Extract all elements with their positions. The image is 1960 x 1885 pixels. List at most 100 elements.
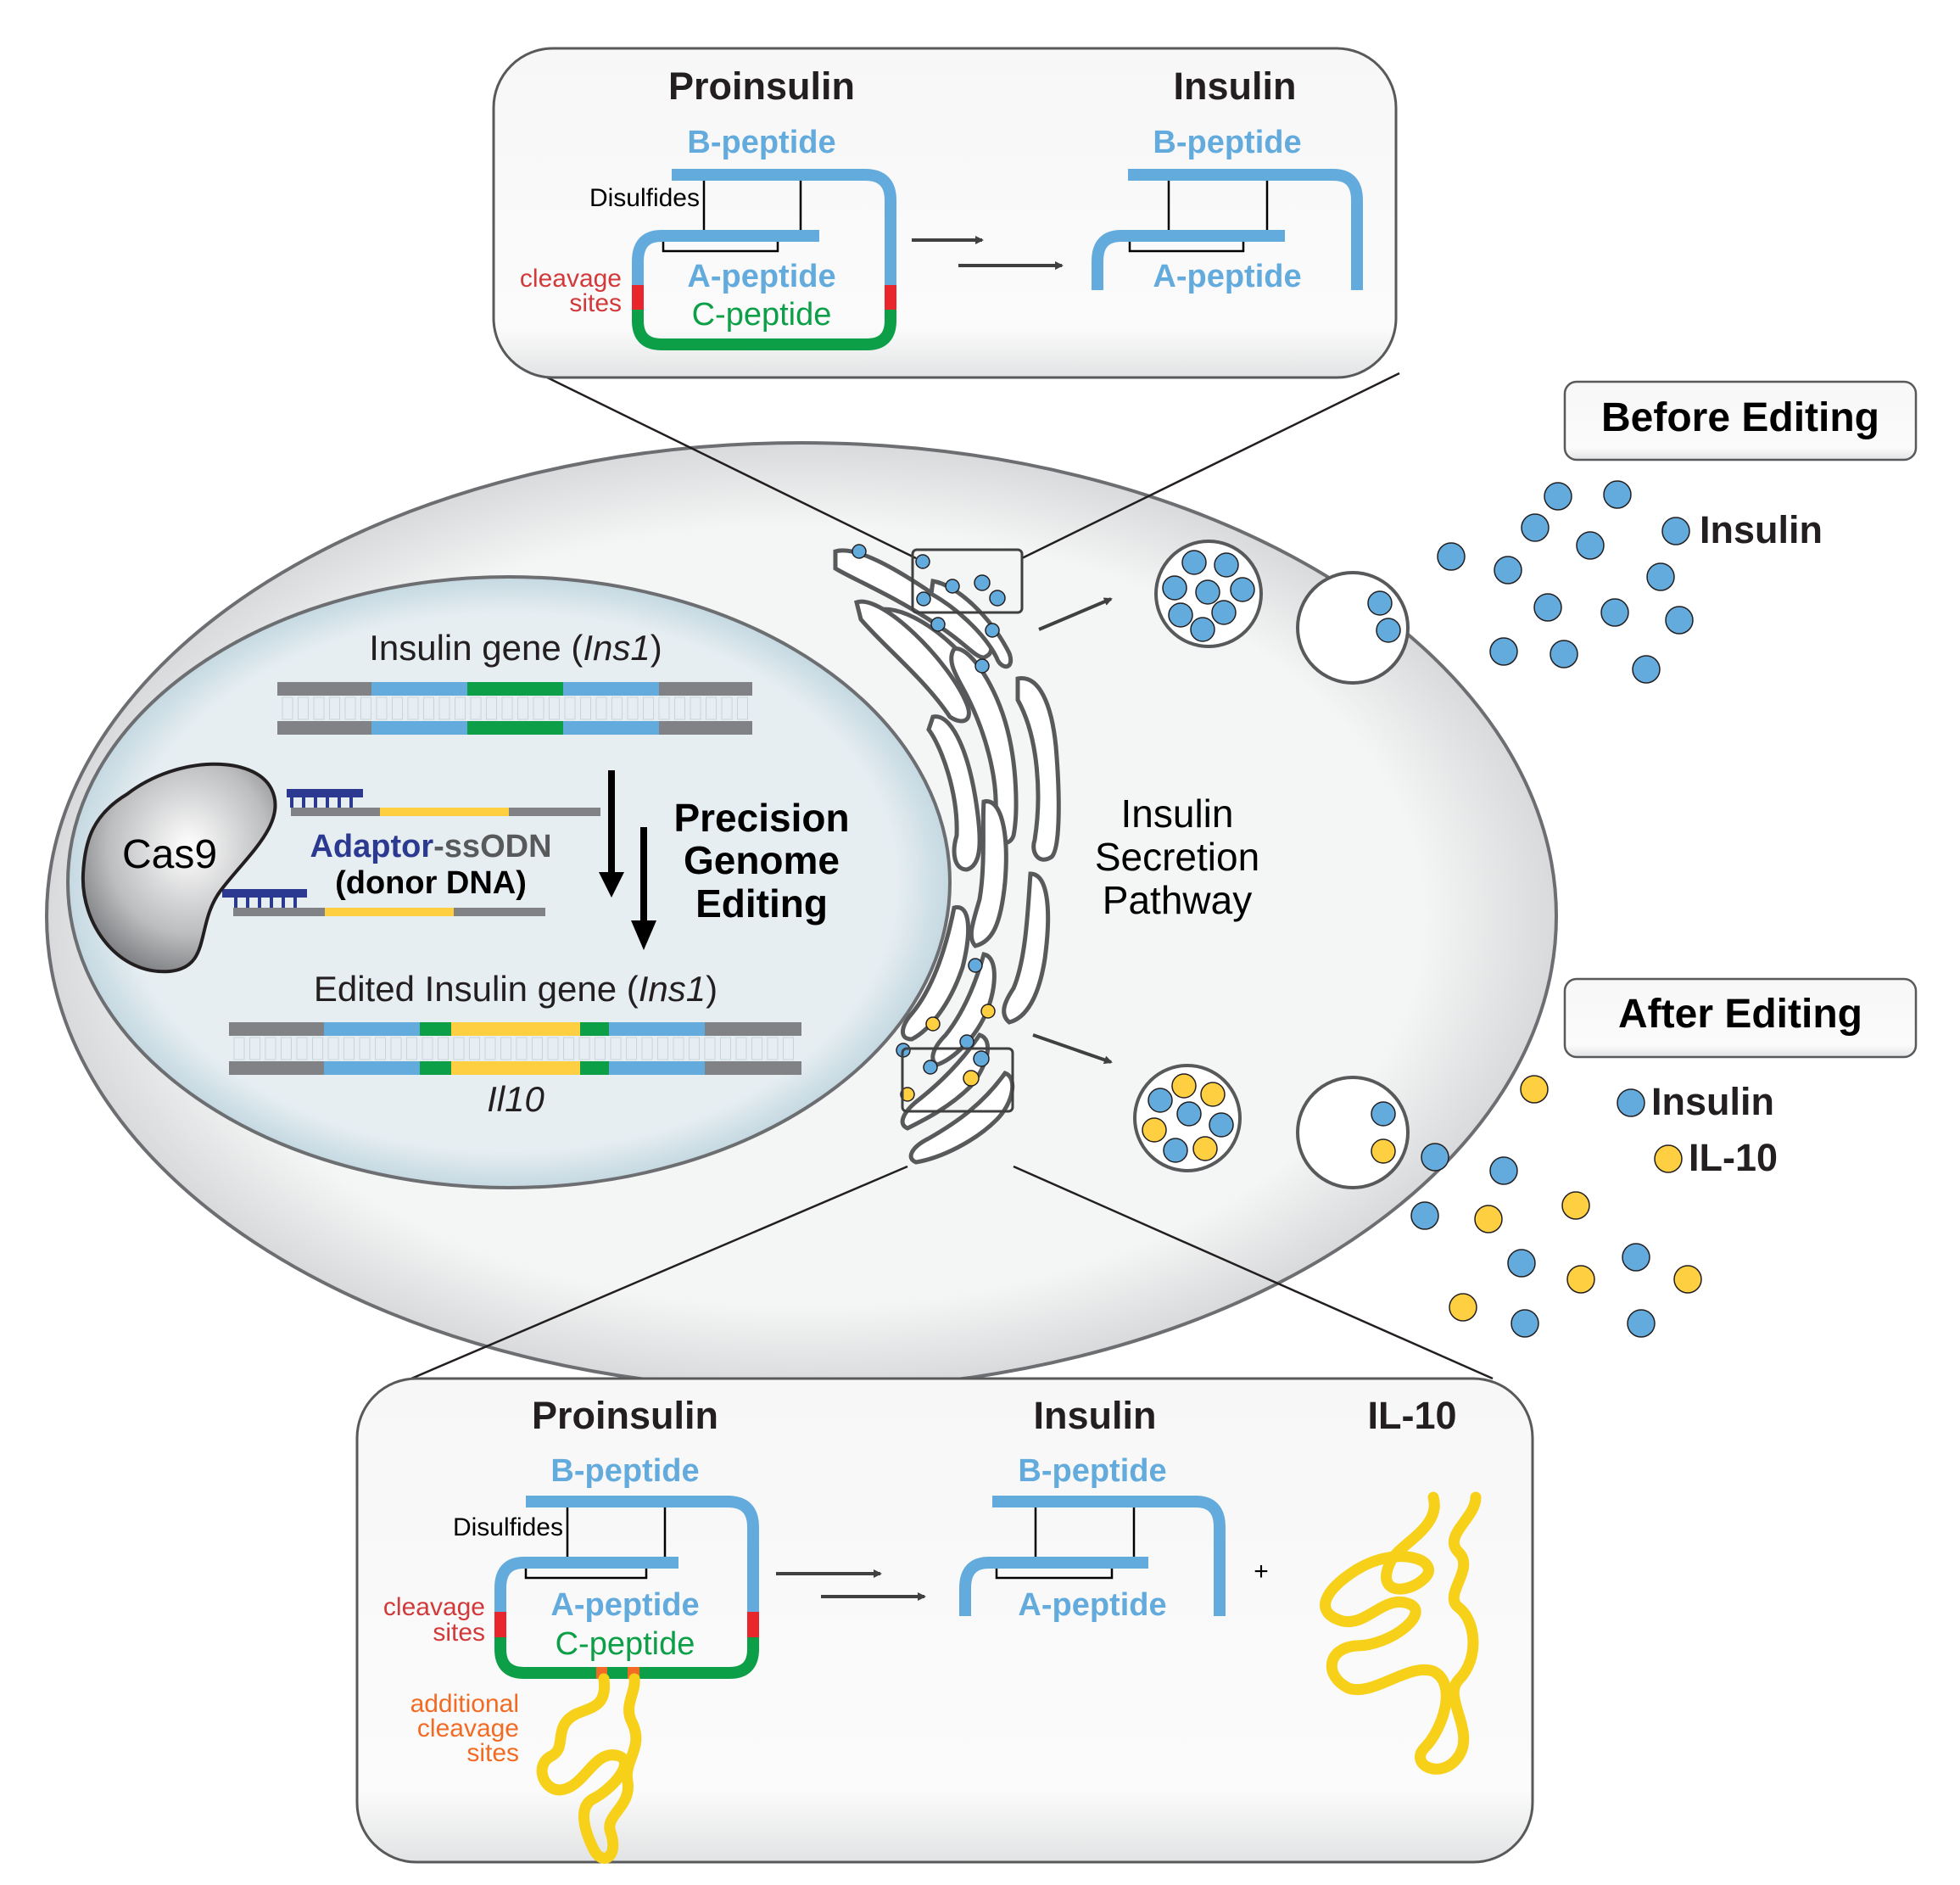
- granule-after: [1133, 1064, 1242, 1172]
- exocytosis-vesicle-before: [1296, 571, 1410, 685]
- after-legend-insulin: Insulin: [1651, 1080, 1774, 1123]
- dna-rung: [533, 696, 544, 720]
- dna-rung: [721, 696, 733, 720]
- top-c-peptide-label: C-peptide: [692, 297, 832, 333]
- legend-insulin-dot-after: [1617, 1088, 1645, 1117]
- dna-rung: [327, 1037, 339, 1060]
- dna-rung: [422, 1037, 433, 1060]
- dna-rung: [689, 1037, 700, 1060]
- donor-dna-label: (donor DNA): [335, 865, 527, 901]
- bottom-proinsulin-diagram: [494, 1496, 759, 1679]
- dna-rung: [767, 1037, 779, 1060]
- attached-il10-chain: [536, 1673, 642, 1864]
- dna-rung: [547, 1037, 559, 1060]
- additional-cleavage-label-2: cleavage: [417, 1714, 519, 1742]
- bottom-insulin-a-peptide-label: A-peptide: [1018, 1587, 1166, 1623]
- dna-rung: [343, 1037, 355, 1060]
- donor-dna-strand-upper: [287, 789, 600, 816]
- dna-rung: [423, 696, 434, 720]
- dna-rung: [453, 1037, 465, 1060]
- bottom-il10-title: IL-10: [1367, 1394, 1456, 1437]
- dna-rung: [390, 1037, 402, 1060]
- zoom-region-before: [911, 548, 1024, 614]
- dna-rung: [329, 696, 340, 720]
- cas9-protein: [81, 762, 277, 974]
- zoom-region-after: [901, 1047, 1014, 1113]
- before-editing-box: [1563, 380, 1918, 461]
- bottom-disulfides-label: Disulfides: [453, 1513, 563, 1541]
- pathway-label-line1: Insulin: [1121, 791, 1234, 836]
- bottom-insulin-b-peptide-label: B-peptide: [1018, 1453, 1166, 1489]
- dna-rung: [532, 1037, 543, 1060]
- dna-rung: [312, 1037, 323, 1060]
- dna-rung: [359, 1037, 371, 1060]
- top-insulin-disulfides: [1128, 181, 1269, 253]
- dna-rung: [641, 1037, 653, 1060]
- exocytosis-vesicle-after: [1296, 1076, 1410, 1189]
- additional-cleavage-label-3: sites: [466, 1739, 519, 1767]
- bottom-cleavage-label-1: cleavage: [383, 1593, 485, 1621]
- dna-rung: [658, 696, 670, 720]
- dna-rung: [281, 1037, 292, 1060]
- dna-rung: [720, 1037, 731, 1060]
- dna-rung: [438, 696, 450, 720]
- top-cleavage-label-2: sites: [569, 289, 622, 317]
- bottom-b-peptide-label: B-peptide: [550, 1453, 699, 1489]
- top-a-peptide-label: A-peptide: [687, 259, 835, 294]
- dna-rung: [313, 696, 325, 720]
- released-insulin-before: [1437, 480, 1694, 684]
- dna-rung: [737, 696, 748, 720]
- dna-rung: [298, 696, 309, 720]
- zoom-connectors: [410, 372, 1494, 1380]
- dna-rung: [626, 1037, 637, 1060]
- top-proinsulin-disulfides: [662, 181, 802, 253]
- dna-rung: [595, 696, 607, 720]
- dna-rung: [360, 696, 371, 720]
- dna-rung: [376, 696, 388, 720]
- dna-rung: [517, 696, 528, 720]
- editing-label-line1: Precision: [673, 796, 849, 840]
- dna-rung: [516, 1037, 528, 1060]
- top-zoom-box: [492, 47, 1398, 379]
- released-molecules-after: [1410, 1075, 1702, 1338]
- dna-rung: [484, 1037, 496, 1060]
- dna-rung: [673, 1037, 684, 1060]
- dna-rung: [595, 1037, 606, 1060]
- top-insulin-title: Insulin: [1174, 64, 1297, 108]
- dna-rung: [265, 1037, 276, 1060]
- edited-gene-label: Edited Insulin gene (Ins1): [314, 969, 718, 1009]
- bottom-c-peptide-label: C-peptide: [556, 1626, 695, 1662]
- dna-rung: [233, 1037, 245, 1060]
- adaptor-ssodn-label: Adaptor-ssODN: [310, 829, 551, 864]
- after-editing-box: [1563, 977, 1918, 1059]
- dna-rung: [549, 696, 560, 720]
- dna-rung: [643, 696, 654, 720]
- bottom-a-peptide-label: A-peptide: [550, 1587, 699, 1623]
- dna-rung: [470, 696, 482, 720]
- top-insulin-b-peptide-label: B-peptide: [1153, 125, 1301, 160]
- editing-arrows: [599, 770, 656, 950]
- dna-rung: [627, 696, 639, 720]
- dna-rung: [344, 696, 356, 720]
- granule-before: [1154, 540, 1263, 648]
- dna-rung: [375, 1037, 386, 1060]
- insulin-gene-label: Insulin gene (Ins1): [369, 628, 662, 668]
- dna-rung: [486, 696, 497, 720]
- donor-dna-strand-lower: [222, 889, 545, 916]
- dna-rung: [751, 1037, 762, 1060]
- dna-rung: [249, 1037, 260, 1060]
- bottom-insulin-title: Insulin: [1034, 1394, 1157, 1437]
- dna-rung: [783, 1037, 794, 1060]
- secretion-arrow-before: [1038, 597, 1113, 631]
- bottom-proinsulin-title: Proinsulin: [532, 1394, 718, 1437]
- dna-rung: [611, 696, 623, 720]
- top-insulin-diagram: [1092, 169, 1363, 290]
- before-editing-title: Before Editing: [1601, 395, 1879, 440]
- golgi-cargo: [852, 544, 1006, 1102]
- dna-rung: [501, 696, 513, 720]
- edited-gene-dna: [229, 1022, 801, 1075]
- dna-rung: [657, 1037, 668, 1060]
- top-cleavage-label-1: cleavage: [520, 265, 622, 293]
- top-proinsulin-title: Proinsulin: [668, 64, 855, 108]
- plus-sign: +: [1254, 1558, 1269, 1586]
